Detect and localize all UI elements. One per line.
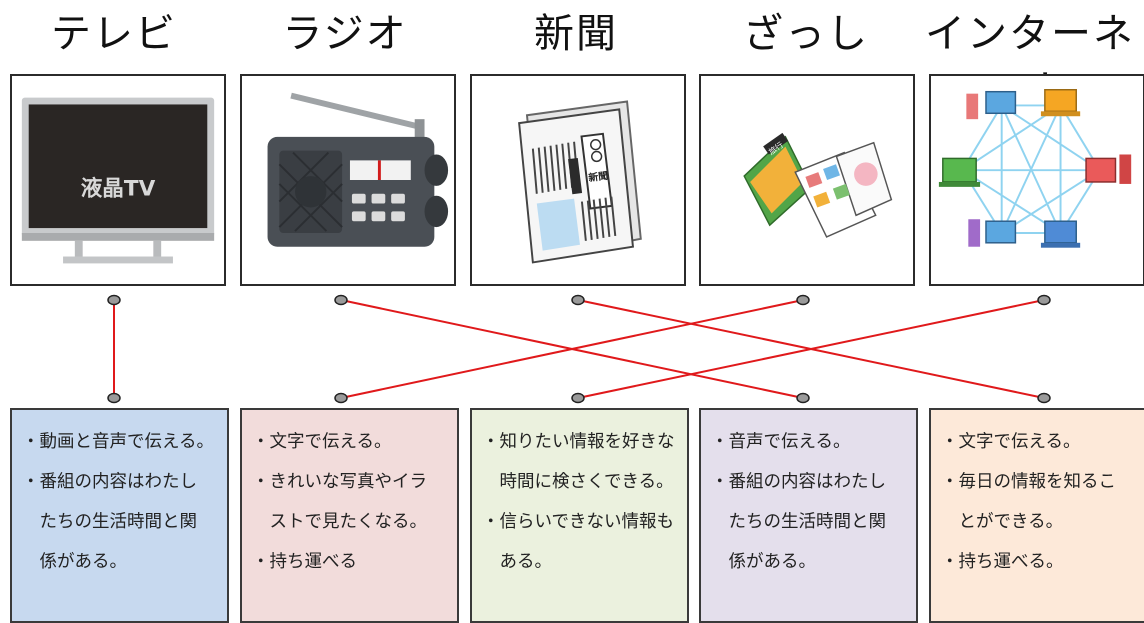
desc-5-line-3: とができる。 <box>941 512 1064 532</box>
connection-line-5-to-3 <box>577 299 1045 399</box>
newspaper-masthead: 新聞 <box>588 169 609 184</box>
desc-1-line-2: ・番組の内容はわたし <box>22 472 197 492</box>
desc-box-5: ・文字で伝える。 ・毎日の情報を知るこ とができる。 ・持ち運べる。 <box>929 408 1144 623</box>
radio-icon <box>267 92 449 247</box>
top-dot-5 <box>1037 294 1051 306</box>
top-dot-3 <box>571 294 585 306</box>
desc-1-line-4: 係がある。 <box>22 552 127 572</box>
top-dot-2 <box>334 294 348 306</box>
desc-1-line-1: ・動画と音声で伝える。 <box>22 432 214 452</box>
desc-3-line-2: 時間に検さくできる。 <box>482 472 674 492</box>
desc-2-line-4: ・持ち運べる <box>252 552 357 572</box>
desc-1-line-3: たちの生活時間と関 <box>22 512 197 532</box>
tv-icon: 液晶TV <box>21 97 215 264</box>
desc-5-line-1: ・文字で伝える。 <box>941 432 1081 452</box>
bottom-dot-3 <box>571 392 585 404</box>
desc-4-line-2: ・番組の内容はわたし <box>711 472 886 492</box>
bottom-dot-1 <box>107 392 121 404</box>
image-box-magazine: 旅行 <box>699 74 915 286</box>
bottom-dot-5 <box>1037 392 1051 404</box>
network-icon <box>938 89 1132 248</box>
magazine-icon: 旅行 <box>743 132 893 238</box>
top-dot-4 <box>796 294 810 306</box>
title-tv: テレビ <box>51 11 177 57</box>
title-newspaper: 新聞 <box>534 11 618 57</box>
desc-box-3: ・知りたい情報を好きな 時間に検さくできる。 ・信らいできない情報も ある。 <box>470 408 689 623</box>
desc-4-line-1: ・音声で伝える。 <box>711 432 851 452</box>
desc-2-line-2: ・きれいな写真やイラ <box>252 472 427 492</box>
image-box-radio <box>240 74 456 286</box>
desc-box-2: ・文字で伝える。 ・きれいな写真やイラ ストで見たくなる。 ・持ち運べる <box>240 408 459 623</box>
image-box-newspaper: 新聞 <box>470 74 686 286</box>
desc-box-4: ・音声で伝える。 ・番組の内容はわたし たちの生活時間と関 係がある。 <box>699 408 918 623</box>
desc-box-1: ・動画と音声で伝える。 ・番組の内容はわたし たちの生活時間と関 係がある。 <box>10 408 229 623</box>
tv-screen-label: 液晶TV <box>81 176 156 202</box>
connection-line-4-to-2 <box>340 299 804 399</box>
desc-3-line-4: ある。 <box>482 552 552 572</box>
title-radio: ラジオ <box>282 11 408 57</box>
bottom-dot-4 <box>796 392 810 404</box>
image-box-tv: 液晶TV <box>10 74 226 286</box>
desc-2-line-1: ・文字で伝える。 <box>252 432 392 452</box>
desc-5-line-2: ・毎日の情報を知るこ <box>941 472 1116 492</box>
title-magazine: ざっし <box>743 11 869 57</box>
desc-4-line-3: たちの生活時間と関 <box>711 512 886 532</box>
desc-4-line-4: 係がある。 <box>711 552 816 572</box>
newspaper-icon: 新聞 <box>518 100 642 264</box>
desc-5-line-4: ・持ち運べる。 <box>941 552 1064 572</box>
desc-3-line-3: ・信らいできない情報も <box>482 512 674 532</box>
image-box-internet <box>929 74 1144 286</box>
top-dot-1 <box>107 294 121 306</box>
bottom-dot-2 <box>334 392 348 404</box>
desc-3-line-1: ・知りたい情報を好きな <box>482 432 675 452</box>
desc-2-line-3: ストで見たくなる。 <box>252 512 427 532</box>
